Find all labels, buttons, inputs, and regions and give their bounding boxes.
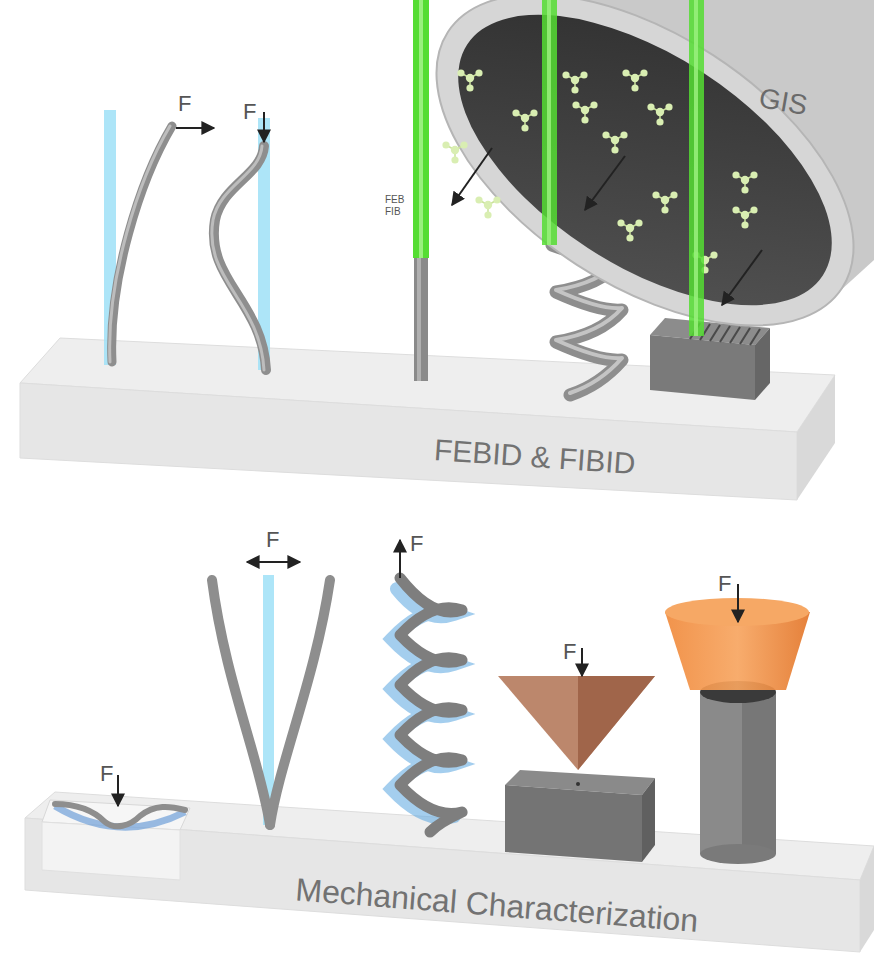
force-label: F <box>100 762 113 786</box>
beam-label: FEB <box>385 194 404 205</box>
force-label: F <box>410 532 423 556</box>
force-label: F <box>243 100 256 124</box>
beam-label: FIB <box>385 206 401 217</box>
force-label: F <box>563 640 576 664</box>
force-label: F <box>266 528 279 552</box>
force-label: F <box>178 92 191 116</box>
force-label: F <box>718 572 731 596</box>
